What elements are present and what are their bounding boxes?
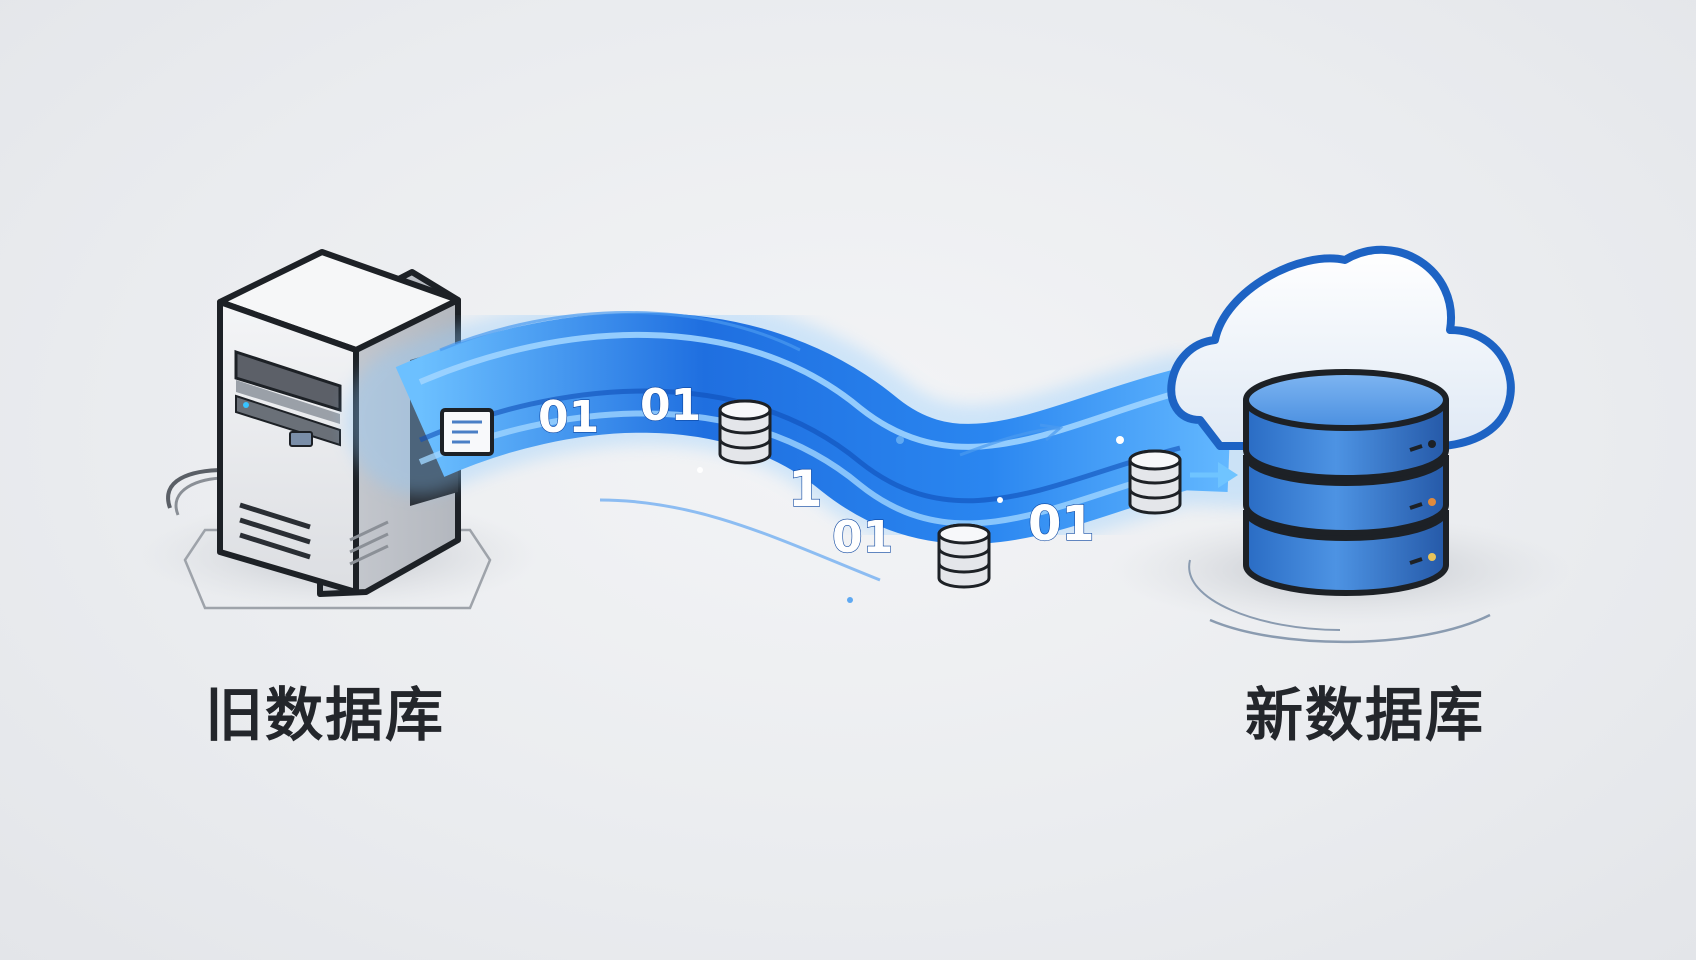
binary-token: 1 [788,460,823,518]
data-stream-icon [345,295,1315,603]
database-icon [1128,449,1182,515]
database-icon [937,523,991,589]
database-icon [718,399,772,465]
arrow-right-icon [1190,462,1238,488]
binary-token: 01 [640,380,701,431]
document-icon [440,408,494,456]
source-database-label: 旧数据库 [205,681,446,749]
binary-token: 01 [832,512,893,563]
binary-token: 01 [538,392,599,443]
cloud-database-icon [1110,245,1570,644]
binary-token: 01 [1028,496,1095,552]
target-database-label: 新数据库 [1245,681,1486,749]
